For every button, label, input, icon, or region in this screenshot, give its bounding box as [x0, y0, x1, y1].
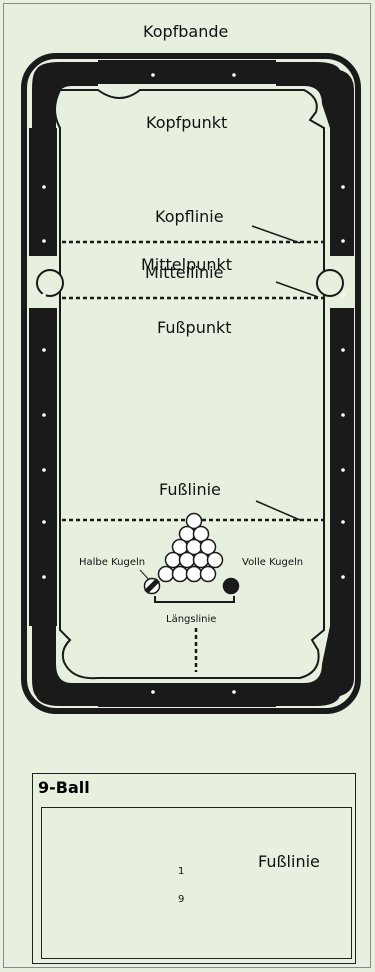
right-cushion-bottom — [330, 308, 354, 626]
fusspunkt-label: Fußpunkt — [157, 318, 232, 337]
nine-ball-panel — [32, 773, 356, 964]
volle-kugeln-label: Volle Kugeln — [242, 557, 304, 568]
playing-surface — [54, 89, 325, 680]
left-cushion-top — [29, 128, 57, 256]
laengslinie-label: Längslinie — [166, 614, 217, 625]
right-cushion-top — [330, 128, 354, 256]
right-side-pocket — [316, 269, 344, 297]
kopflinie-label: Kopflinie — [155, 207, 224, 226]
nine-ball-nine: 9 — [178, 894, 185, 905]
mittellinie-pointer — [275, 281, 319, 298]
kopfpunkt-label: Kopfpunkt — [146, 113, 228, 132]
rack-nine-number: 9 — [191, 543, 197, 552]
corner-top-right — [276, 62, 354, 128]
fusslinie-pointer — [255, 500, 301, 521]
diamond-markers — [42, 73, 345, 694]
kopfbande-label: Kopfbande — [143, 22, 229, 41]
nine-ball-title: 9-Ball — [38, 778, 90, 797]
mittelpunkt-label: Mittelpunkt — [141, 255, 233, 274]
figure-frame — [3, 3, 371, 968]
corner-bottom-right — [276, 626, 354, 706]
left-side-pocket — [36, 269, 64, 297]
rack-bracket — [154, 596, 235, 603]
table-rail — [21, 53, 361, 714]
nine-ball-inner-box — [41, 807, 352, 959]
ball-rack — [143, 512, 240, 595]
head-cushion — [98, 60, 276, 84]
corner-bottom-left — [32, 626, 98, 706]
nine-ball-fusslinie-label: Fußlinie — [258, 852, 320, 871]
nine-ball-one: 1 — [178, 866, 185, 877]
kopflinie-pointer — [251, 225, 301, 244]
fusslinie-label: Fußlinie — [159, 480, 221, 499]
half-ball-stripe — [144, 578, 160, 594]
left-cushion-bottom — [29, 308, 57, 626]
halbe-kugeln-label: Halbe Kugeln — [79, 557, 146, 568]
mittellinie-label: Mittellinie — [145, 263, 224, 282]
foot-cushion — [98, 683, 276, 707]
corner-top-left — [32, 62, 98, 128]
